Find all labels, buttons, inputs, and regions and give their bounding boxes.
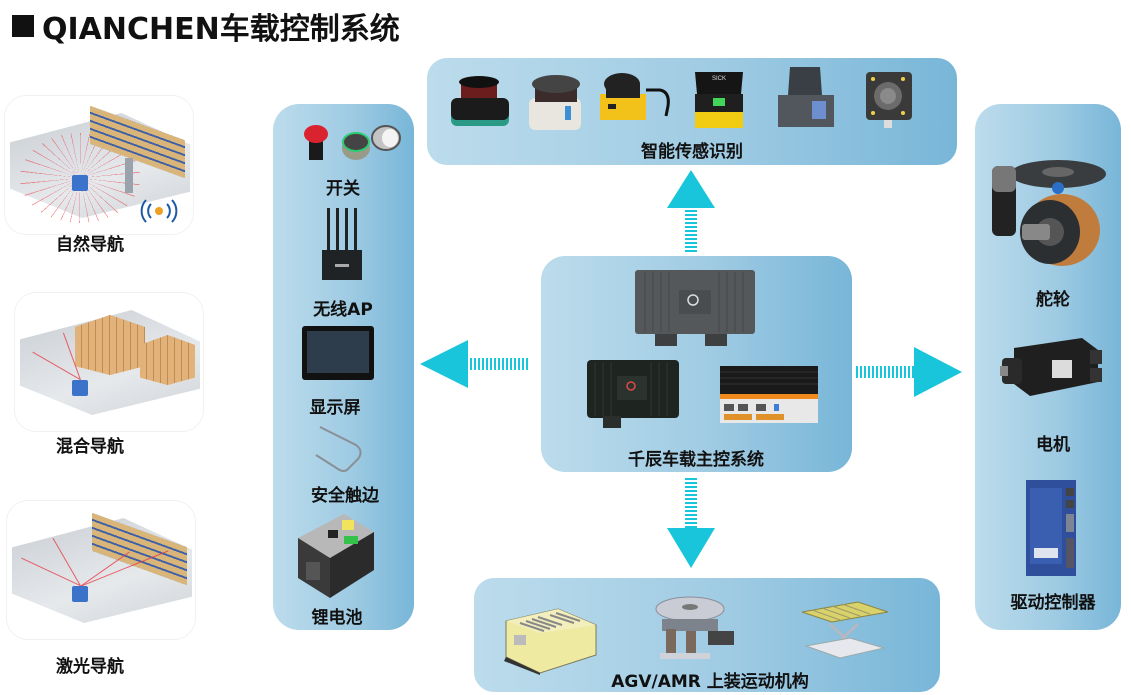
scene-frame [14,292,204,432]
safety-scanner-yellow-icon [600,73,670,120]
sick-brand-text: SICK [712,76,726,82]
peripheral-label-switch: 开关 [326,179,360,199]
controller-unit-2-icon [587,360,679,428]
wireless-signal-icon [140,199,178,223]
agv-forklift [72,175,88,191]
switch-buttons-icon [304,125,401,160]
arrow-right-shaft [856,366,914,378]
arrow-left-head-icon [420,340,468,388]
nav-label-laser: 激光导航 [56,657,124,677]
natural-navigation-scene [10,105,190,223]
nav-scene-natural [4,95,194,235]
lidar-sensor-2-icon [529,75,581,130]
laser-scanner-box-icon [778,67,834,127]
arrow-up-head-icon [667,170,715,208]
hybrid-navigation-scene [20,310,200,415]
page-title: QIANCHEN车载控制系统 [12,4,400,48]
nav-scene-hybrid [14,292,204,432]
main-controller-label: 千辰车载主控系统 [628,450,764,470]
pillar [125,158,133,193]
actuator-label-steering-wheel: 舵轮 [1036,290,1070,310]
pallet-stack [75,315,145,375]
servo-motor-icon [1000,338,1102,396]
pallet-stack [140,335,195,385]
steering-wheel-icon [992,160,1106,266]
agv-forklift [72,586,88,602]
rotary-table-icon [655,596,734,659]
actuator-label-drive-controller: 驱动控制器 [1010,593,1096,613]
scene-frame [6,500,196,640]
sick-safety-scanner-icon: SICK [695,72,743,128]
scene-frame [4,95,194,235]
nav-label-natural: 自然导航 [56,235,124,255]
mechanisms-label: AGV/AMR 上装运动机构 [611,672,809,692]
safety-edge-icon [315,426,362,472]
lidar-sensor-1-icon [451,76,509,126]
agv-forklift [72,380,88,396]
title-text: QIANCHEN车载控制系统 [42,12,400,47]
controller-unit-3-icon [720,366,818,423]
scissor-lift-conveyor-icon [801,601,889,659]
peripheral-label-display: 显示屏 [309,398,361,418]
peripheral-label-battery: 锂电池 [311,608,363,628]
peripheral-label-safety-edge: 安全触边 [311,486,379,506]
vision-camera-icon [866,72,912,128]
title-bullet-icon [12,15,34,37]
peripheral-label-wireless-ap: 无线AP [313,300,373,320]
laser-navigation-scene [12,512,192,623]
roller-agv-icon [504,608,597,675]
actuator-label-motor: 电机 [1036,435,1070,455]
arrow-up-shaft [685,206,697,254]
lithium-battery-icon [298,514,374,598]
wireless-router-icon [322,208,362,280]
arrow-down-head-icon [667,528,715,568]
nav-label-hybrid: 混合导航 [56,437,124,457]
arrow-left-shaft [470,358,530,370]
drive-controller-icon [1026,480,1076,576]
sensors-label: 智能传感识别 [641,142,743,162]
controller-unit-1-icon [635,270,755,346]
arrow-down-shaft [685,478,697,528]
nav-scene-laser [6,500,196,640]
display-screen-icon [302,326,374,380]
arrow-right-head-icon [914,347,962,397]
